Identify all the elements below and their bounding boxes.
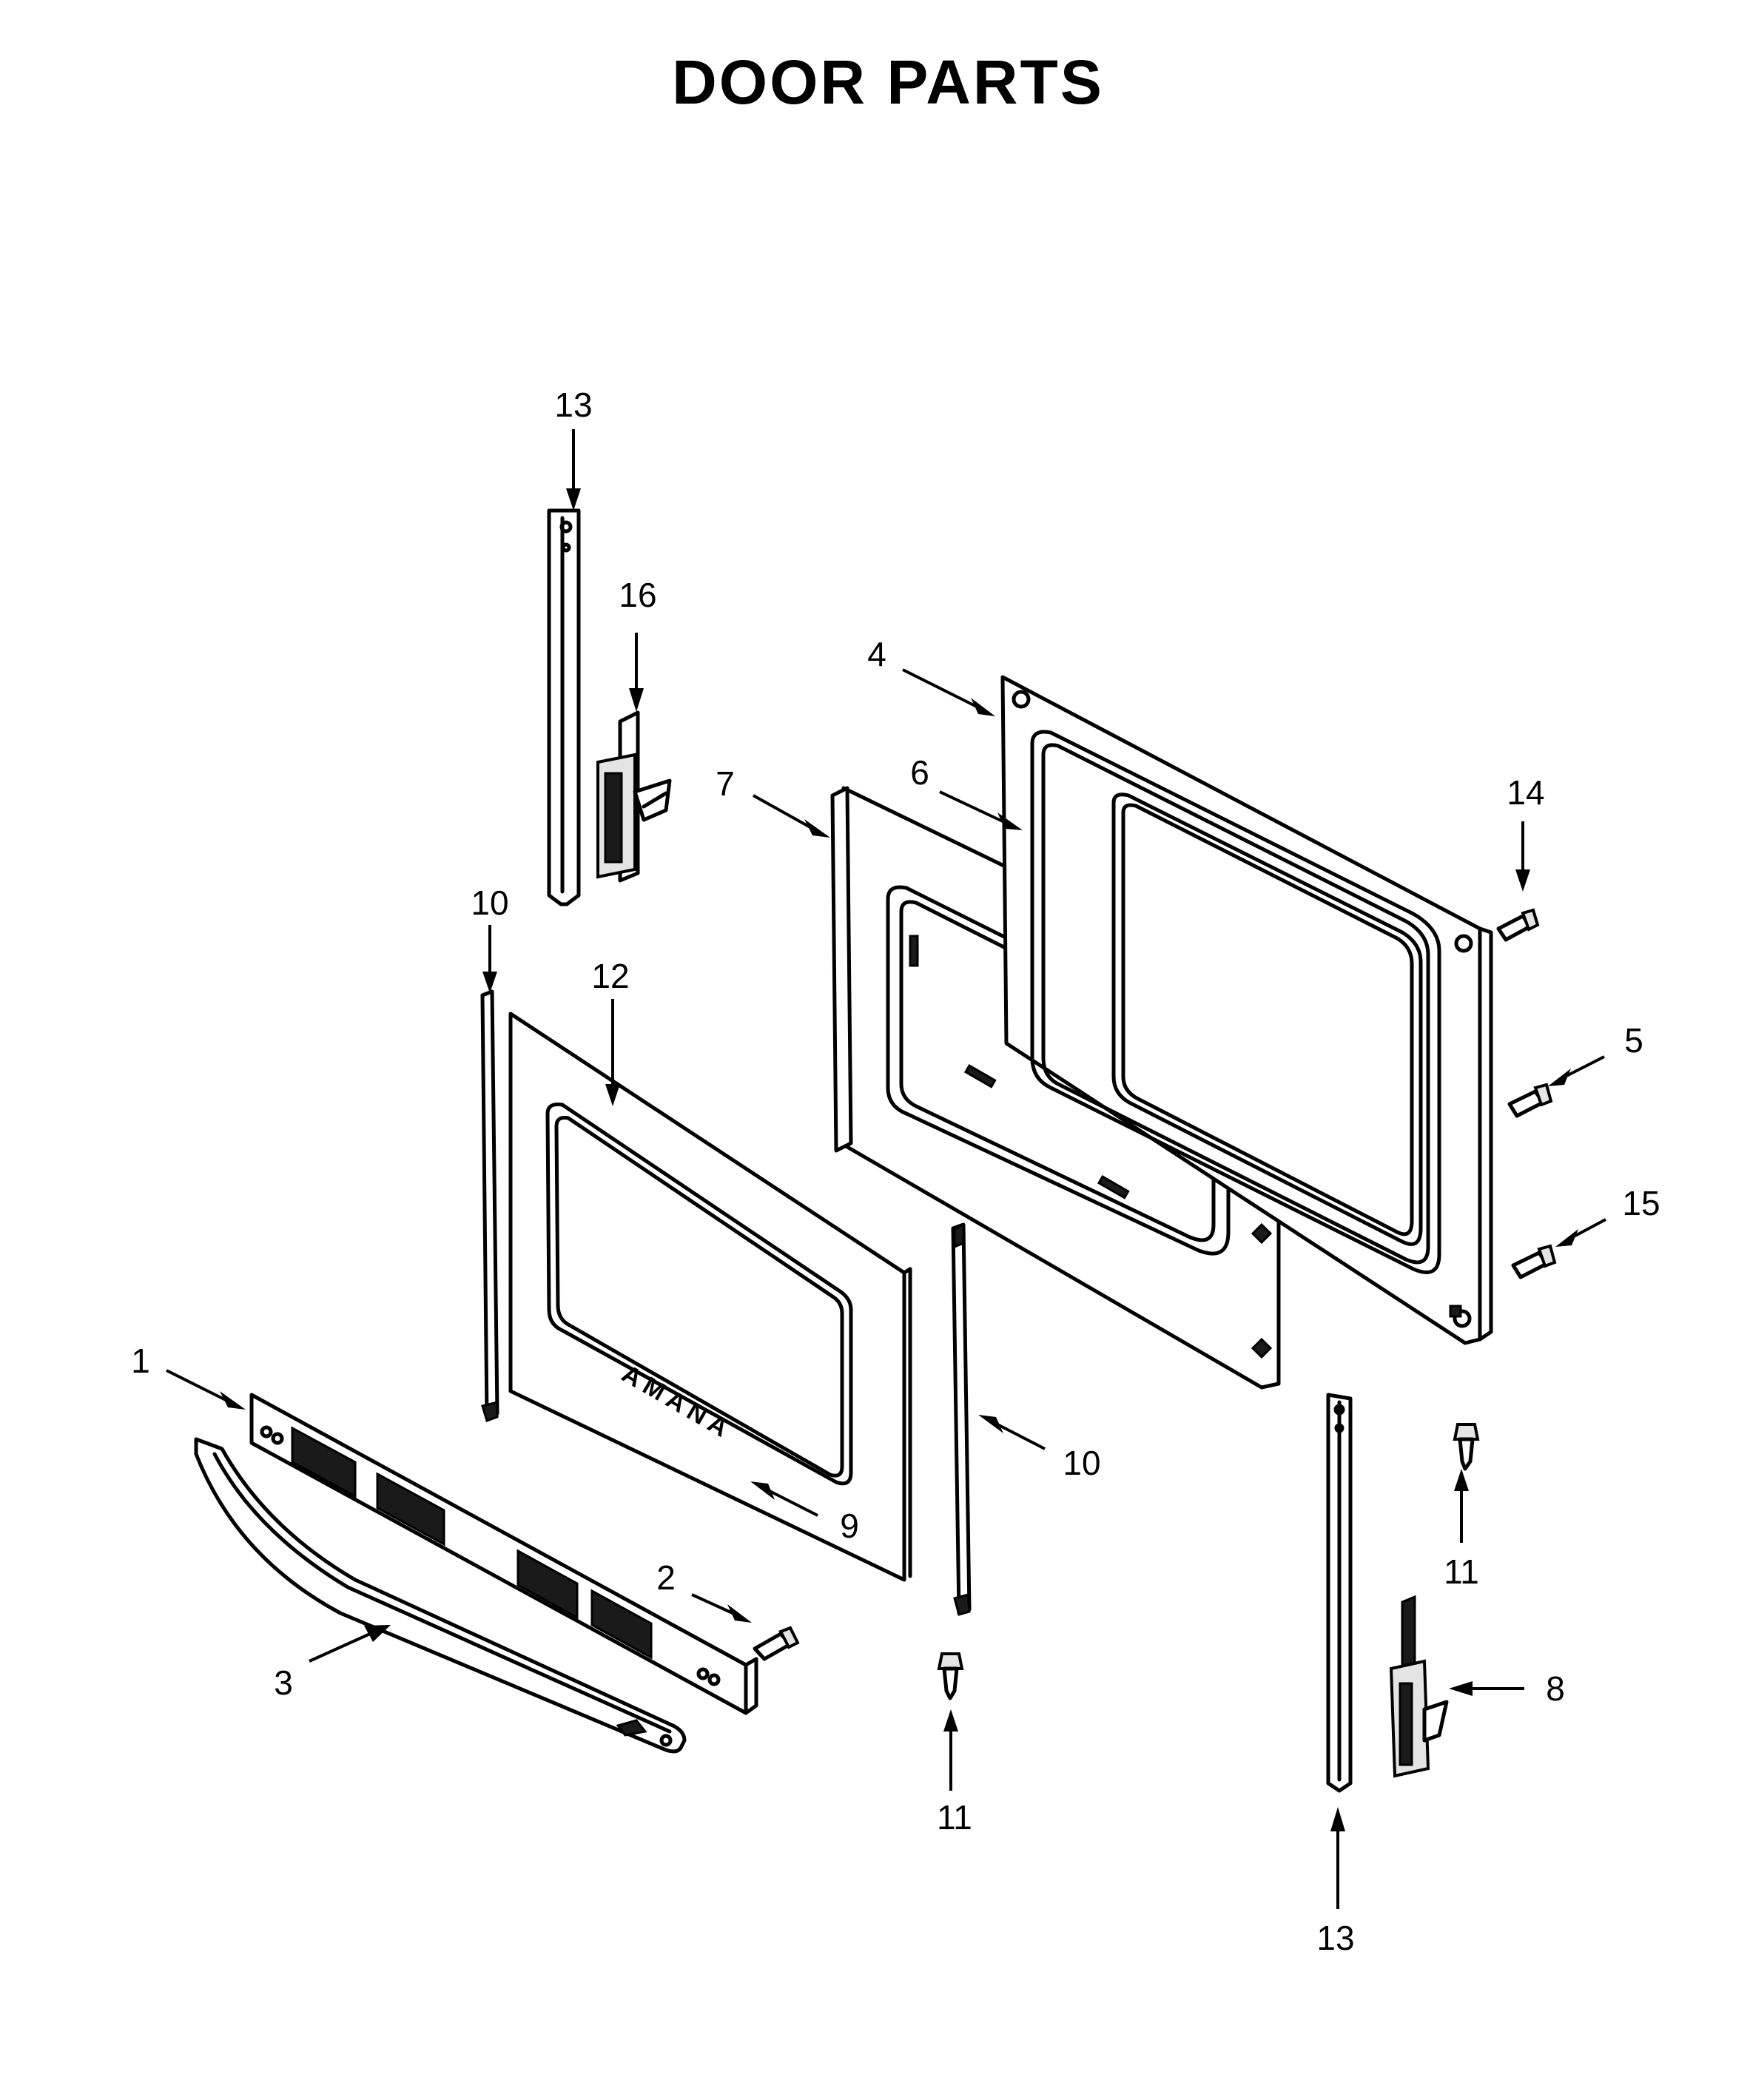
callout-8: 8 <box>1546 1669 1565 1708</box>
door-handle <box>194 1437 687 1754</box>
screw-part-11-center <box>937 1652 964 1700</box>
callout-labels: 1 2 3 4 5 6 7 8 9 10 10 11 11 12 13 13 1… <box>131 386 1660 1957</box>
callout-5: 5 <box>1624 1021 1643 1060</box>
hinge-receiver-lower <box>1326 1393 1353 1793</box>
callout-11-center: 11 <box>937 1798 972 1837</box>
screw-part-2 <box>753 1626 800 1661</box>
callout-6: 6 <box>910 753 929 792</box>
callout-4: 4 <box>867 635 886 673</box>
door-side-trim-left <box>480 989 499 1422</box>
leader-arrows <box>166 429 1606 1909</box>
callout-2: 2 <box>656 1558 676 1597</box>
screw-part-15 <box>1511 1244 1557 1279</box>
callout-11-right: 11 <box>1444 1552 1479 1591</box>
page-title: DOOR PARTS <box>672 47 1104 117</box>
door-hinge-lower <box>1389 1595 1449 1778</box>
screw-part-5 <box>1507 1083 1553 1118</box>
hinge-receiver-upper <box>547 508 581 906</box>
door-side-trim-right <box>951 1222 972 1616</box>
screw-part-14 <box>1496 908 1540 942</box>
door-hinge-upper <box>596 710 672 883</box>
door-liner <box>1000 675 1493 1345</box>
callout-10-right: 10 <box>1063 1444 1100 1482</box>
outer-door-glass: AMANA <box>508 1012 912 1582</box>
door-vent <box>249 1393 758 1715</box>
callout-1: 1 <box>131 1342 150 1380</box>
callout-7: 7 <box>716 764 735 803</box>
callout-15: 15 <box>1622 1184 1660 1222</box>
callout-10-left: 10 <box>471 884 508 922</box>
callout-9: 9 <box>840 1507 859 1545</box>
screw-part-11-right <box>1453 1423 1480 1471</box>
callout-12: 12 <box>591 957 629 995</box>
callout-13-lower: 13 <box>1316 1919 1354 1957</box>
callout-14: 14 <box>1507 773 1544 812</box>
callout-3: 3 <box>274 1663 293 1702</box>
callout-16: 16 <box>619 576 656 614</box>
callout-13-upper: 13 <box>554 386 592 424</box>
